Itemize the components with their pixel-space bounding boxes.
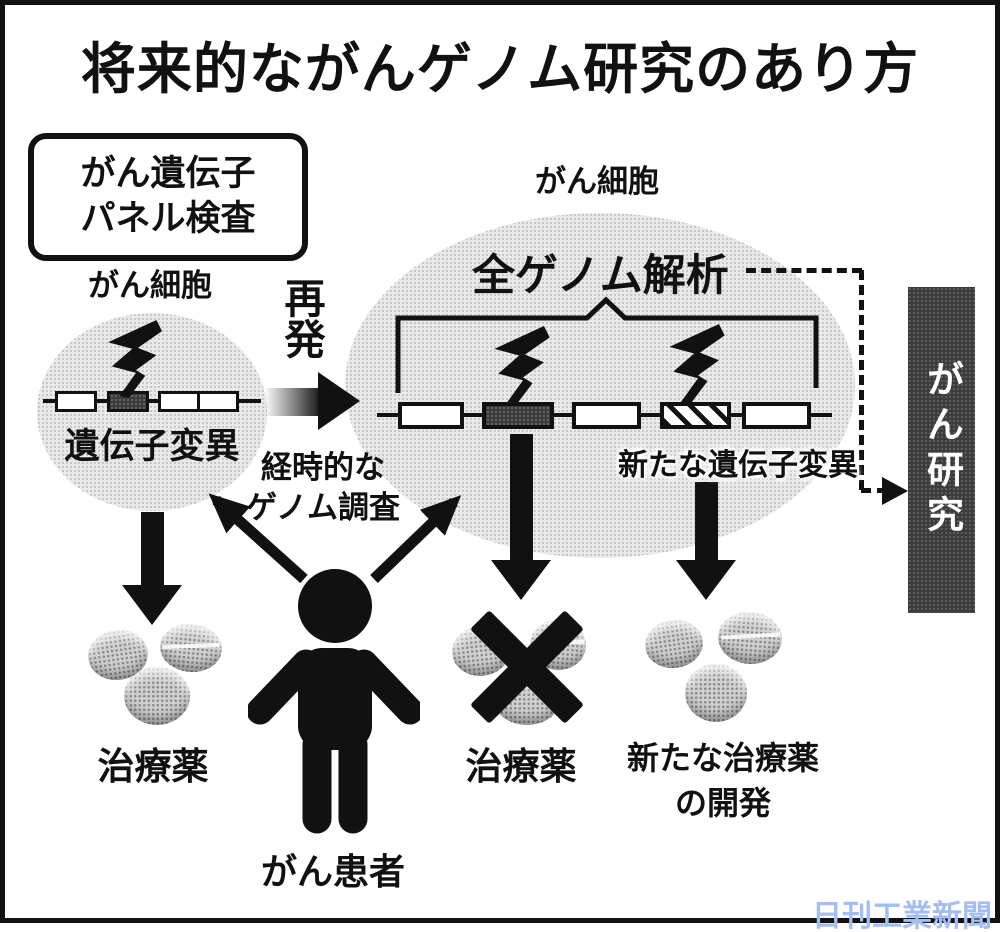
down-arrow-shaft: [695, 482, 718, 564]
new-drug-line1: 新たな治療薬: [626, 739, 819, 777]
gene-box: [398, 402, 464, 429]
dashed-connector-horizontal: [746, 268, 862, 273]
genome-span-bracket-icon: [395, 296, 819, 393]
recurrence-label: 再発: [277, 277, 325, 359]
gene-mutation-label: 遺伝子変異: [64, 427, 240, 467]
gene-box: [197, 391, 239, 412]
gene-box: [742, 402, 811, 429]
gene-box: [572, 402, 641, 429]
down-arrow-shaft: [141, 512, 164, 590]
gene-panel-test-line1: がん遺伝子: [80, 153, 256, 194]
longitudinal-survey-line2: ゲノム調査: [245, 489, 401, 526]
pill-icon: [685, 664, 747, 722]
cancer-patient-icon: [248, 569, 420, 834]
dashed-connector-vertical: [859, 270, 864, 490]
whole-genome-analysis-label: 全ゲノム解析: [472, 251, 729, 301]
down-arrow-icon: [491, 560, 551, 600]
longitudinal-survey-line1: 経時的な: [261, 450, 385, 486]
cancer-research-label: がん研究: [920, 360, 964, 540]
mutation-lightning-icon: [108, 320, 162, 398]
new-drug-label: 新たな治療薬 の開発: [613, 736, 833, 826]
survey-arrows-icon: [208, 493, 462, 584]
mutation-lightning-icon: [494, 326, 550, 406]
down-arrow-shaft: [510, 434, 533, 564]
dashed-connector-elbow: [861, 488, 887, 493]
mutation-lightning-icon: [669, 324, 725, 404]
gene-box: [55, 391, 97, 412]
pill-icon: [124, 667, 190, 725]
down-arrow-icon: [676, 560, 736, 600]
down-arrow-icon: [122, 585, 182, 625]
newspaper-watermark: 日刊工業新聞: [812, 899, 992, 932]
big-cancer-cell-label: がん細胞: [535, 164, 659, 200]
gene-panel-test-box: がん遺伝子 パネル検査: [28, 133, 308, 261]
page-title: 将来的ながんゲノム研究のあり方: [80, 37, 920, 101]
gene-panel-test-line2: パネル検査: [80, 199, 256, 239]
gene-box-mutated: [482, 402, 554, 429]
x-mark-icon: [470, 610, 584, 724]
longitudinal-survey-label: 経時的な ゲノム調査: [238, 449, 408, 528]
treatment-drug-left-label: 治療薬: [97, 745, 209, 788]
left-cancer-cell-ellipse: [37, 313, 267, 511]
left-cancer-cell-label: がん細胞: [88, 268, 212, 304]
dashed-arrowhead-icon: [882, 477, 908, 505]
gene-box-new-mutation: [660, 402, 731, 429]
cancer-research-bar: がん研究: [908, 287, 975, 613]
gene-strand-small: [43, 399, 261, 403]
recurrence-arrow-shaft: [264, 388, 320, 416]
recurrence-arrow-icon: [318, 372, 360, 430]
new-gene-mutation-label: 新たな遺伝子変異: [618, 448, 858, 483]
treatment-drug-center-label: 治療薬: [465, 745, 577, 788]
cancer-patient-label: がん患者: [260, 852, 405, 893]
new-drug-line2: の開発: [674, 783, 771, 822]
